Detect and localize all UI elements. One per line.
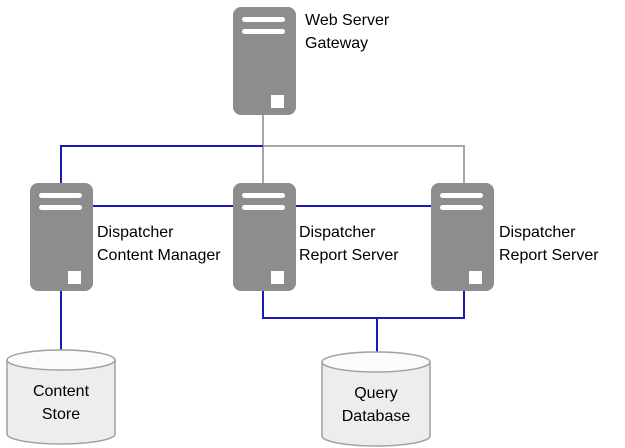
server-drive-slot [68, 271, 81, 284]
label-line: Web Server [305, 12, 390, 29]
label-report-server-1: Dispatcher Report Server [299, 221, 399, 267]
label-report-server-2: Dispatcher Report Server [499, 221, 599, 267]
connector-gateway-to-report-server-2 [463, 145, 465, 185]
label-line: Dispatcher [97, 224, 174, 241]
label-line: Content Manager [97, 247, 221, 264]
connector-to-query-database [376, 317, 378, 355]
label-line: Dispatcher [499, 224, 576, 241]
server-vent-bar [242, 193, 285, 198]
label-line: Report Server [299, 247, 399, 264]
label-query-database: Query Database [321, 382, 431, 428]
label-line: Report Server [499, 247, 599, 264]
label-line: Database [341, 408, 411, 425]
connector-report-server-1-down [262, 289, 264, 319]
connector-gateway-to-report-server-1 [262, 114, 264, 184]
connector-gateway-branch-left [61, 145, 263, 147]
server-vent-bar [242, 205, 285, 210]
label-content-manager: Dispatcher Content Manager [97, 221, 221, 267]
server-vent-bar [39, 205, 82, 210]
connector-content-manager-to-content-store [60, 289, 62, 352]
server-icon-report-server-1 [233, 183, 296, 291]
server-icon-report-server-2 [431, 183, 494, 291]
server-drive-slot [271, 271, 284, 284]
server-icon-content-manager [30, 183, 93, 291]
label-line: Content [32, 383, 90, 400]
server-drive-slot [271, 95, 284, 108]
label-gateway: Web Server Gateway [305, 9, 389, 55]
database-icon-content-store [6, 349, 116, 445]
database-icon-query-database [321, 351, 431, 447]
server-vent-bar [440, 193, 483, 198]
server-vent-bar [39, 193, 82, 198]
server-vent-bar [242, 29, 285, 34]
server-vent-bar [242, 17, 285, 22]
server-icon-gateway [233, 7, 296, 115]
connector-bottom-bus [262, 317, 465, 319]
label-line: Store [41, 406, 81, 423]
label-content-store: Content Store [6, 380, 116, 426]
connector-report-server-2-down [463, 289, 465, 319]
label-line: Gateway [305, 35, 369, 52]
connector-gateway-to-content-manager [60, 145, 62, 185]
connector-gateway-branch-right [262, 145, 465, 147]
server-vent-bar [440, 205, 483, 210]
server-drive-slot [469, 271, 482, 284]
label-line: Dispatcher [299, 224, 376, 241]
label-line: Query [354, 385, 398, 402]
